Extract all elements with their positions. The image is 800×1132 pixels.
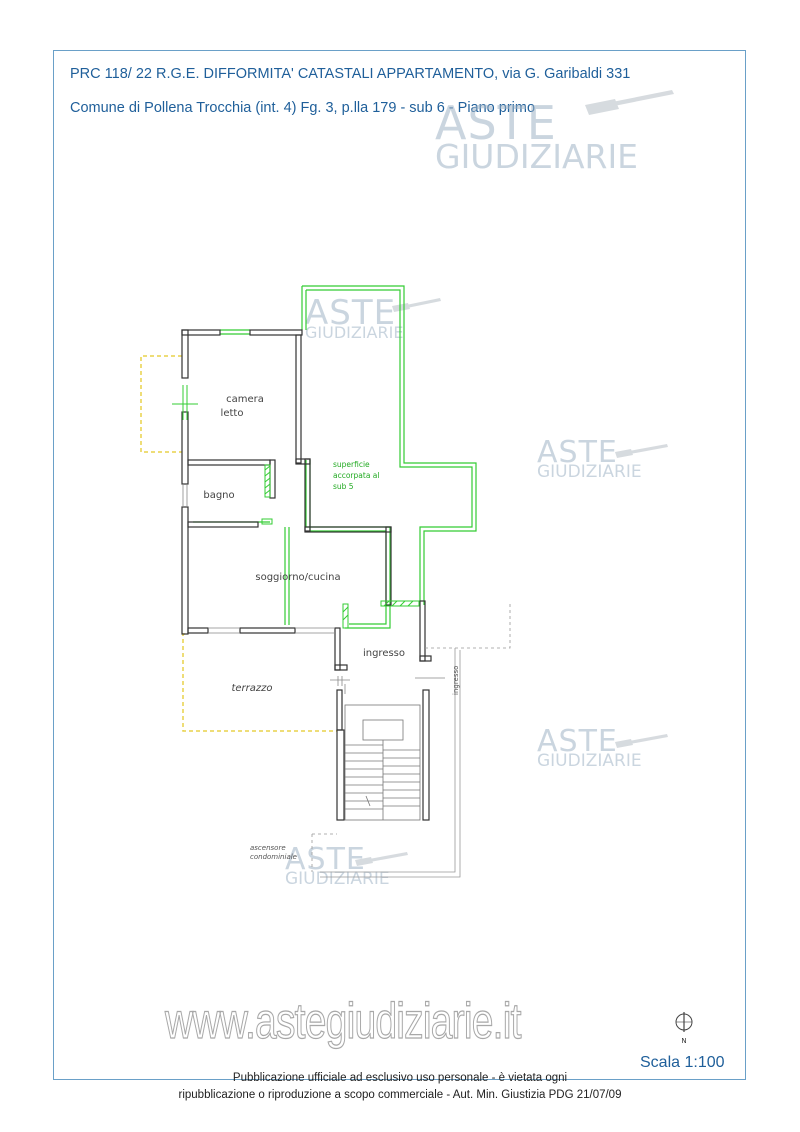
drawing-frame: [53, 50, 746, 1080]
walls: [181, 329, 432, 821]
elevator-label-2: condominiale: [250, 853, 297, 861]
scale-label: Scala 1:100: [640, 1054, 725, 1071]
annexed-note-3: sub 5: [333, 482, 354, 491]
room-label-bagno: bagno: [203, 490, 234, 501]
watermark-gavel-icon: [355, 90, 674, 866]
door-openings: [182, 484, 445, 694]
room-label-letto: letto: [221, 408, 244, 419]
annexed-note-1: superficie: [333, 460, 370, 469]
page-subtitle: Comune di Pollena Trocchia (int. 4) Fg. …: [70, 100, 536, 116]
building-outline: [311, 604, 511, 878]
entrance-label: ingresso: [452, 666, 460, 695]
room-label-camera: camera: [226, 394, 264, 405]
staircase: [344, 704, 421, 821]
north-label: N: [681, 1037, 686, 1045]
elevator-label-1: ascensore: [250, 844, 286, 852]
footer-line-1: Pubblicazione ufficiale ad esclusivo uso…: [232, 1072, 568, 1084]
watermark-site: www.astegiudiziarie.it: [165, 992, 522, 1049]
wall-hatch: [261, 464, 420, 629]
page-title: PRC 118/ 22 R.G.E. DIFFORMITA' CATASTALI…: [70, 66, 631, 82]
annexed-note-2: accorpata al: [333, 471, 379, 480]
room-label-terrazzo: terrazzo: [231, 683, 272, 694]
footer-line-2: ripubblicazione o riproduzione a scopo c…: [178, 1089, 622, 1101]
room-label-soggiorno: soggiorno/cucina: [255, 572, 340, 583]
window-marks: [172, 385, 198, 420]
room-label-ingresso: ingresso: [363, 648, 405, 659]
north-arrow-icon: [675, 1012, 693, 1032]
